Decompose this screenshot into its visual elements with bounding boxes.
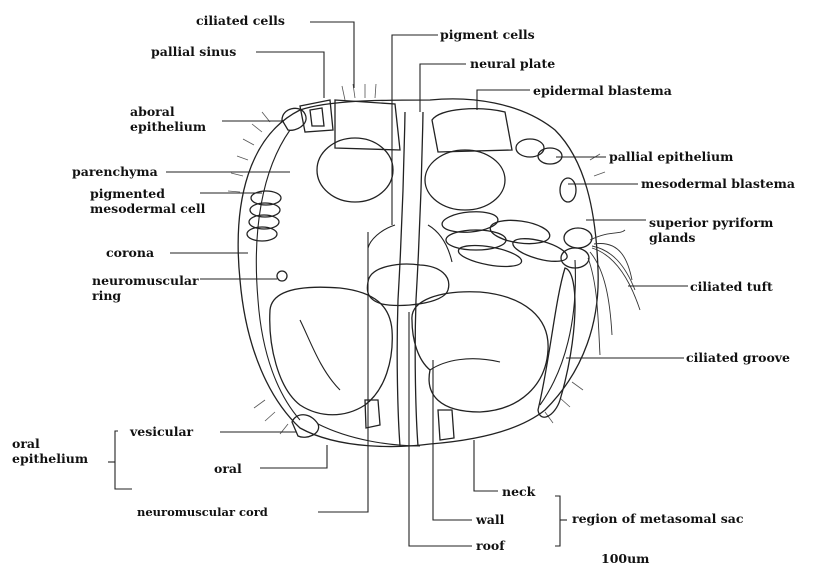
pigment-cell-mass xyxy=(367,264,448,305)
label-superior-pyriform-glands: superior pyriform glands xyxy=(649,215,773,245)
label-oral-epithelium: oral epithelium xyxy=(12,436,88,466)
label-wall: wall xyxy=(476,512,504,527)
label-aboral-epithelium: aboral epithelium xyxy=(130,104,206,134)
label-region-of-metasomal-sac: region of metasomal sac xyxy=(572,511,743,526)
label-ciliated-cells: ciliated cells xyxy=(196,13,285,28)
label-pigmented-mesodermal-cell: pigmented mesodermal cell xyxy=(90,186,205,216)
ciliated-groove-shape xyxy=(538,268,575,417)
cilia-fringe xyxy=(228,84,605,434)
label-roof: roof xyxy=(476,538,505,553)
label-ciliated-tuft: ciliated tuft xyxy=(690,279,773,294)
label-vesicular: vesicular xyxy=(130,424,193,439)
label-mesodermal-blastema: mesodermal blastema xyxy=(641,176,795,191)
label-neuromuscular-cord: neuromuscular cord xyxy=(137,505,268,520)
label-corona: corona xyxy=(106,245,154,260)
ciliated-tuft xyxy=(588,230,640,355)
label-pallial-epithelium: pallial epithelium xyxy=(609,149,733,164)
neural-cord xyxy=(368,112,452,446)
label-pallial-sinus: pallial sinus xyxy=(151,44,236,59)
label-ciliated-groove: ciliated groove xyxy=(686,350,790,365)
larva-body xyxy=(238,99,598,447)
pyriform-glands xyxy=(441,210,592,271)
corona-cells xyxy=(247,191,287,281)
label-epidermal-blastema: epidermal blastema xyxy=(533,83,672,98)
blastema-blocks xyxy=(317,100,512,210)
scale-label: 100um xyxy=(601,551,649,566)
label-pigment-cells: pigment cells xyxy=(440,27,535,42)
label-neural-plate: neural plate xyxy=(470,56,555,71)
label-neck: neck xyxy=(502,484,535,499)
label-oral: oral xyxy=(214,461,242,476)
label-neuromuscular-ring: neuromuscular ring xyxy=(92,273,199,303)
label-parenchyma: parenchyma xyxy=(72,164,158,179)
oral-epithelium-shapes xyxy=(292,415,420,446)
